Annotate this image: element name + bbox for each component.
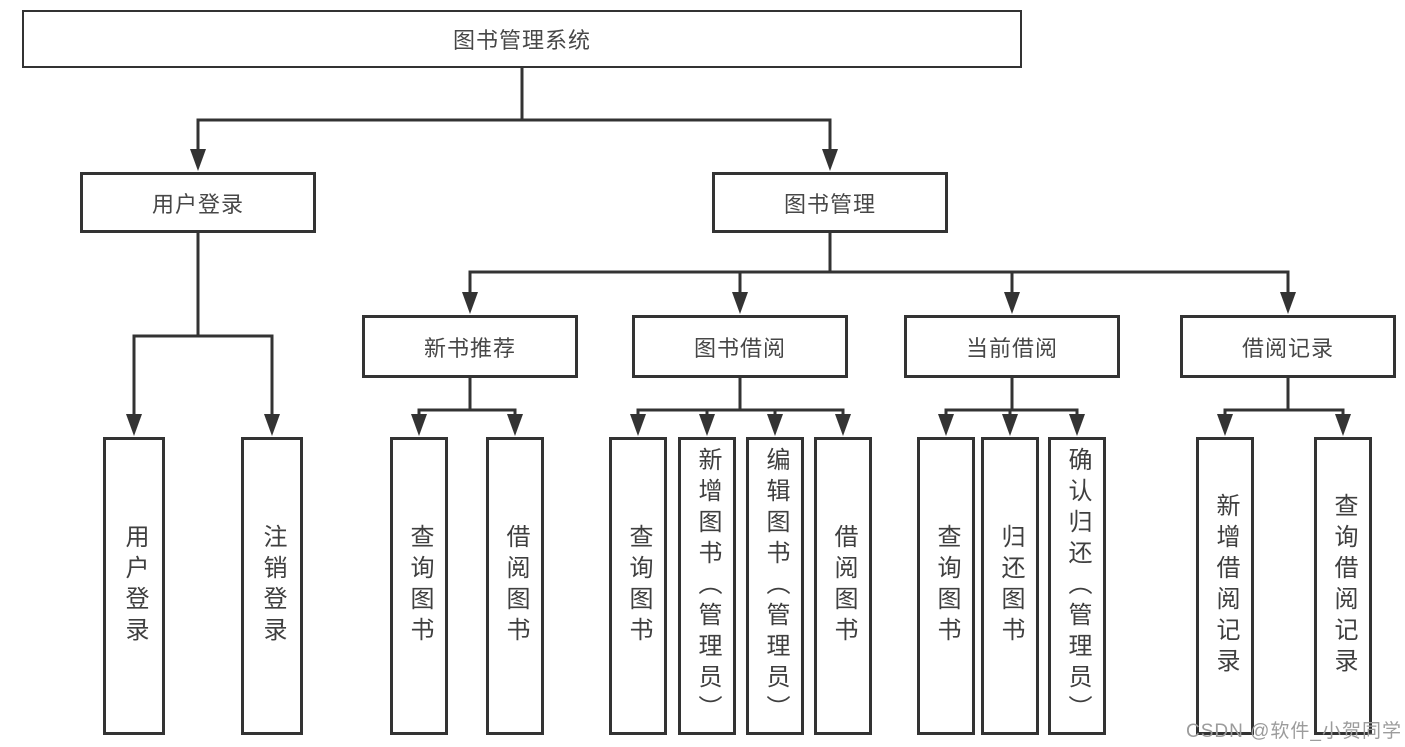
node-new-book-recommendation-label: 新书推荐	[423, 335, 516, 361]
node-book-borrowing-label: 图书借阅	[693, 335, 786, 361]
leaf-user-login-label: 用户登录	[121, 524, 148, 648]
leaf-logout: 注销登录	[241, 437, 303, 735]
leaf-user-login: 用户登录	[103, 437, 165, 735]
leaf-confirm-return-admin: 确认归还（管理员）	[1048, 437, 1106, 735]
node-user-login-label: 用户登录	[151, 191, 244, 217]
leaf-edit-book-admin: 编辑图书（管理员）	[746, 437, 804, 735]
leaf-query-books-recommend-label: 查询图书	[406, 524, 433, 648]
leaf-query-books-borrow-label: 查询图书	[625, 524, 652, 648]
node-borrowing-records: 借阅记录	[1180, 315, 1396, 378]
leaf-add-borrow-record-label: 新增借阅记录	[1212, 493, 1239, 679]
leaf-query-books-borrow: 查询图书	[609, 437, 667, 735]
node-book-management-label: 图书管理	[783, 191, 876, 217]
node-user-login: 用户登录	[80, 172, 316, 233]
node-current-borrowing: 当前借阅	[904, 315, 1120, 378]
leaf-add-book-admin: 新增图书（管理员）	[678, 437, 736, 735]
csdn-watermark: CSDN @软件_小贺同学	[1186, 721, 1402, 742]
node-book-borrowing: 图书借阅	[632, 315, 848, 378]
leaf-edit-book-admin-label: 编辑图书（管理员）	[762, 446, 789, 726]
leaf-logout-label: 注销登录	[259, 524, 286, 648]
leaf-borrow-books-recommend-label: 借阅图书	[502, 524, 529, 648]
node-borrowing-records-label: 借阅记录	[1241, 335, 1334, 361]
leaf-add-book-admin-label: 新增图书（管理员）	[694, 446, 721, 726]
leaf-add-borrow-record: 新增借阅记录	[1196, 437, 1254, 735]
leaf-query-borrow-record-label: 查询借阅记录	[1330, 493, 1357, 679]
leaf-borrow-books-label: 借阅图书	[830, 524, 857, 648]
node-book-management: 图书管理	[712, 172, 948, 233]
node-root-label: 图书管理系统	[452, 28, 591, 53]
node-current-borrowing-label: 当前借阅	[965, 335, 1058, 361]
node-new-book-recommendation: 新书推荐	[362, 315, 578, 378]
leaf-return-book-label: 归还图书	[997, 524, 1024, 648]
leaf-query-borrow-record: 查询借阅记录	[1314, 437, 1372, 735]
leaf-return-book: 归还图书	[981, 437, 1039, 735]
leaf-query-books-current-label: 查询图书	[933, 524, 960, 648]
node-root-system: 图书管理系统	[22, 10, 1022, 68]
leaf-borrow-books-recommend: 借阅图书	[486, 437, 544, 735]
leaf-query-books-current: 查询图书	[917, 437, 975, 735]
leaf-query-books-recommend: 查询图书	[390, 437, 448, 735]
leaf-confirm-return-admin-label: 确认归还（管理员）	[1064, 446, 1091, 726]
leaf-borrow-books: 借阅图书	[814, 437, 872, 735]
